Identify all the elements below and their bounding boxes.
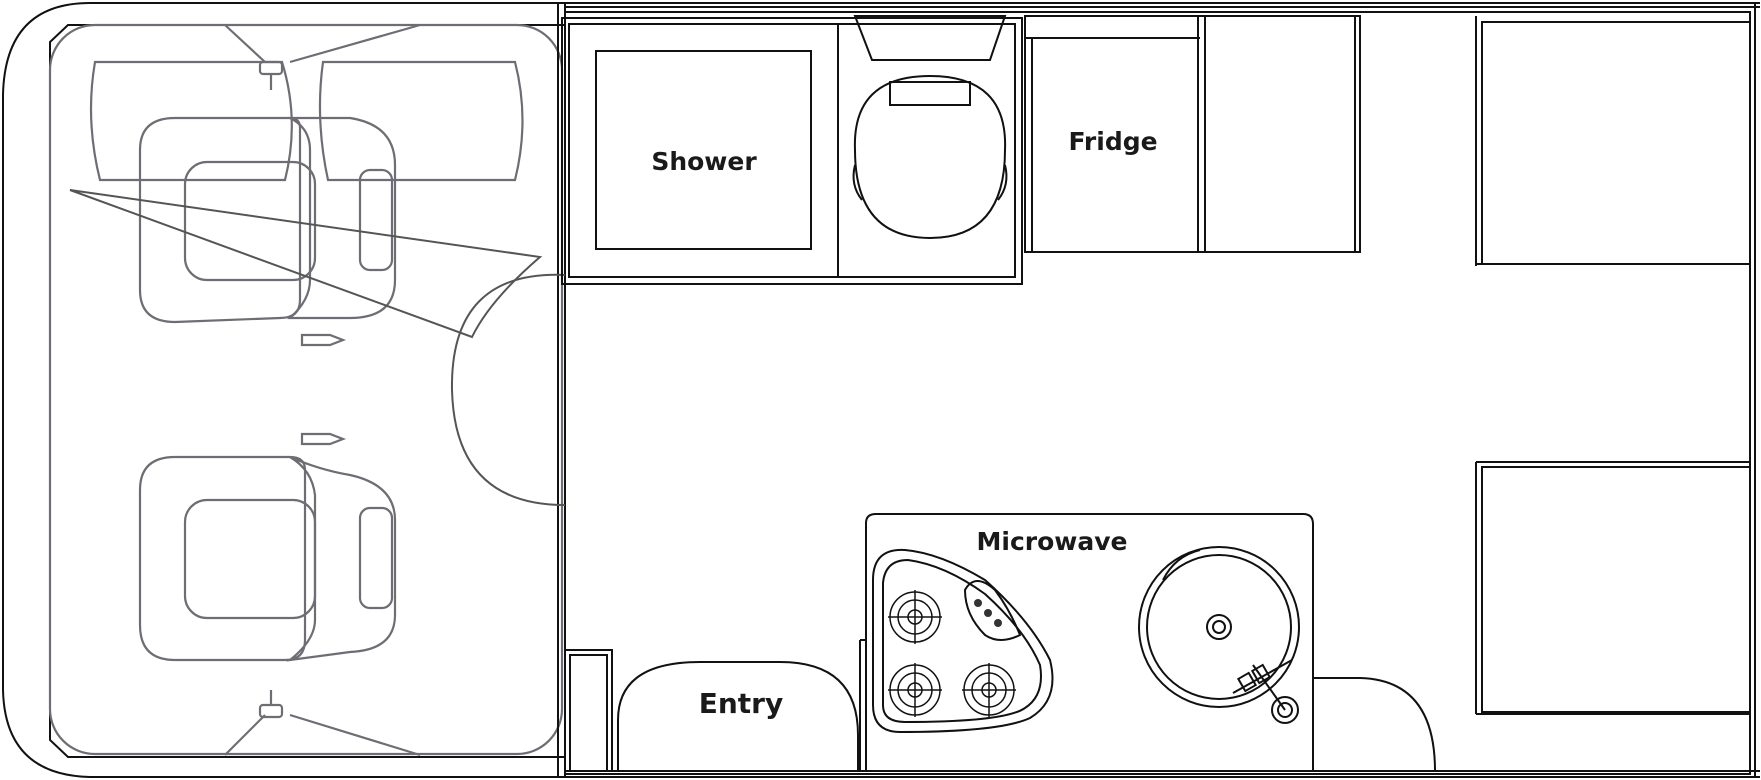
microwave-label: Microwave: [977, 527, 1128, 556]
gas-burner-icon: [872, 548, 1054, 734]
shower-label: Shower: [651, 147, 757, 176]
round-sink-icon: [1138, 546, 1300, 708]
burner-bottom-left: [888, 663, 942, 717]
fridge-label: Fridge: [1068, 127, 1157, 156]
cab-area: [48, 3, 566, 777]
shower-tray: [595, 50, 812, 250]
burner-top-left: [888, 590, 942, 644]
bathroom: Shower: [561, 15, 1023, 285]
burner-bottom-right: [962, 663, 1016, 717]
driver-chair: [138, 455, 397, 662]
seat-cushion-left: [89, 60, 293, 182]
toilet-icon: [852, 15, 1008, 240]
entry-step: Entry: [564, 649, 859, 772]
tap-icon: [1232, 659, 1299, 724]
rear-beds: [1475, 16, 1751, 715]
kitchen-bench: Microwave: [859, 513, 1437, 772]
entry-label: Entry: [699, 687, 784, 720]
seat-cushion-right: [318, 60, 524, 182]
passenger-chair: [138, 116, 397, 324]
fridge-unit: Fridge: [1024, 15, 1361, 253]
bed-bottom: [1481, 466, 1751, 713]
bed-top: [1481, 21, 1751, 265]
